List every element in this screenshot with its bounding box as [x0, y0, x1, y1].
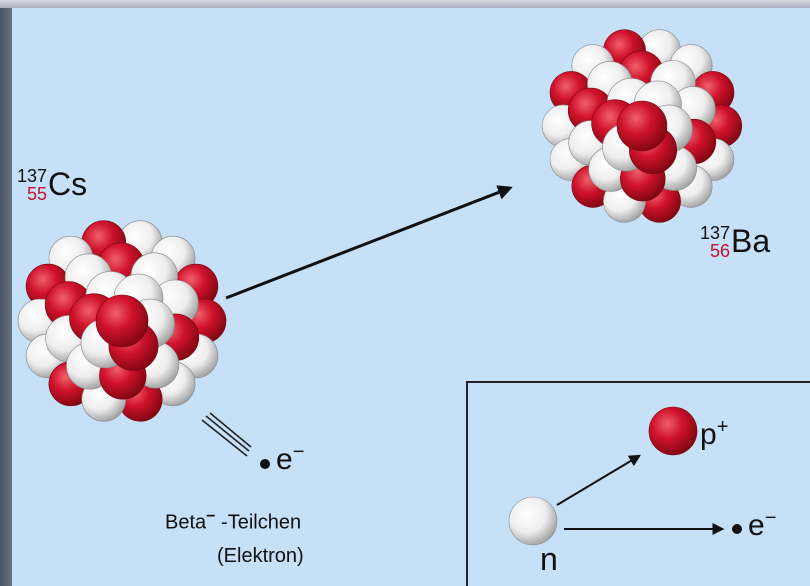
neutron-ball	[508, 496, 558, 546]
inset-electron-label: e−	[748, 507, 776, 543]
decay-arrow	[225, 185, 513, 300]
proton-charge: +	[716, 416, 729, 438]
proton-symbol: p	[700, 418, 717, 451]
diagram-canvas	[17, 29, 810, 586]
barium-nucleus	[541, 29, 743, 223]
barium-isotope-numbers: 137 56	[700, 224, 730, 260]
neutron-label: n	[540, 541, 558, 577]
inset-electron-charge: −	[764, 507, 777, 529]
beta-caption: Beta− -Teilchen	[165, 508, 301, 535]
emission-lines	[201, 412, 252, 457]
electron-dot	[260, 459, 270, 469]
proton-label: p+	[700, 416, 728, 452]
barium-mass-number: 137	[700, 222, 731, 243]
electron-symbol: e	[276, 443, 293, 476]
proton-sphere	[95, 294, 149, 348]
decay-diagram: 137 55 Cs 137 56 Ba e− Beta− -Teilchen (…	[12, 8, 810, 586]
inset-electron-dot	[732, 524, 742, 534]
beta-label: Beta	[165, 511, 207, 534]
inset-box	[466, 381, 810, 586]
cesium-nucleus	[17, 220, 227, 422]
top-border	[0, 0, 810, 8]
barium-atomic-number: 56	[710, 240, 731, 261]
left-border	[0, 8, 12, 586]
cesium-atomic-number: 55	[27, 183, 48, 204]
barium-label: 137 56 Ba	[700, 223, 770, 260]
cesium-isotope-numbers: 137 55	[17, 167, 47, 203]
neutron-sphere	[508, 496, 558, 546]
electron-charge: −	[292, 441, 305, 463]
cesium-label: 137 55 Cs	[17, 166, 87, 203]
cesium-symbol: Cs	[48, 166, 88, 202]
beta-superscript: −	[206, 508, 216, 525]
beta-note: (Elektron)	[217, 545, 304, 567]
neutron-to-proton-arrow	[556, 454, 642, 506]
electron-label: e−	[276, 441, 304, 477]
beta-suffix: -Teilchen	[215, 511, 302, 534]
cesium-mass-number: 137	[17, 165, 48, 186]
proton-sphere	[648, 406, 698, 456]
barium-symbol: Ba	[731, 223, 771, 259]
proton-sphere	[616, 100, 668, 152]
proton-ball	[648, 406, 698, 456]
inset-electron-symbol: e	[748, 509, 765, 542]
